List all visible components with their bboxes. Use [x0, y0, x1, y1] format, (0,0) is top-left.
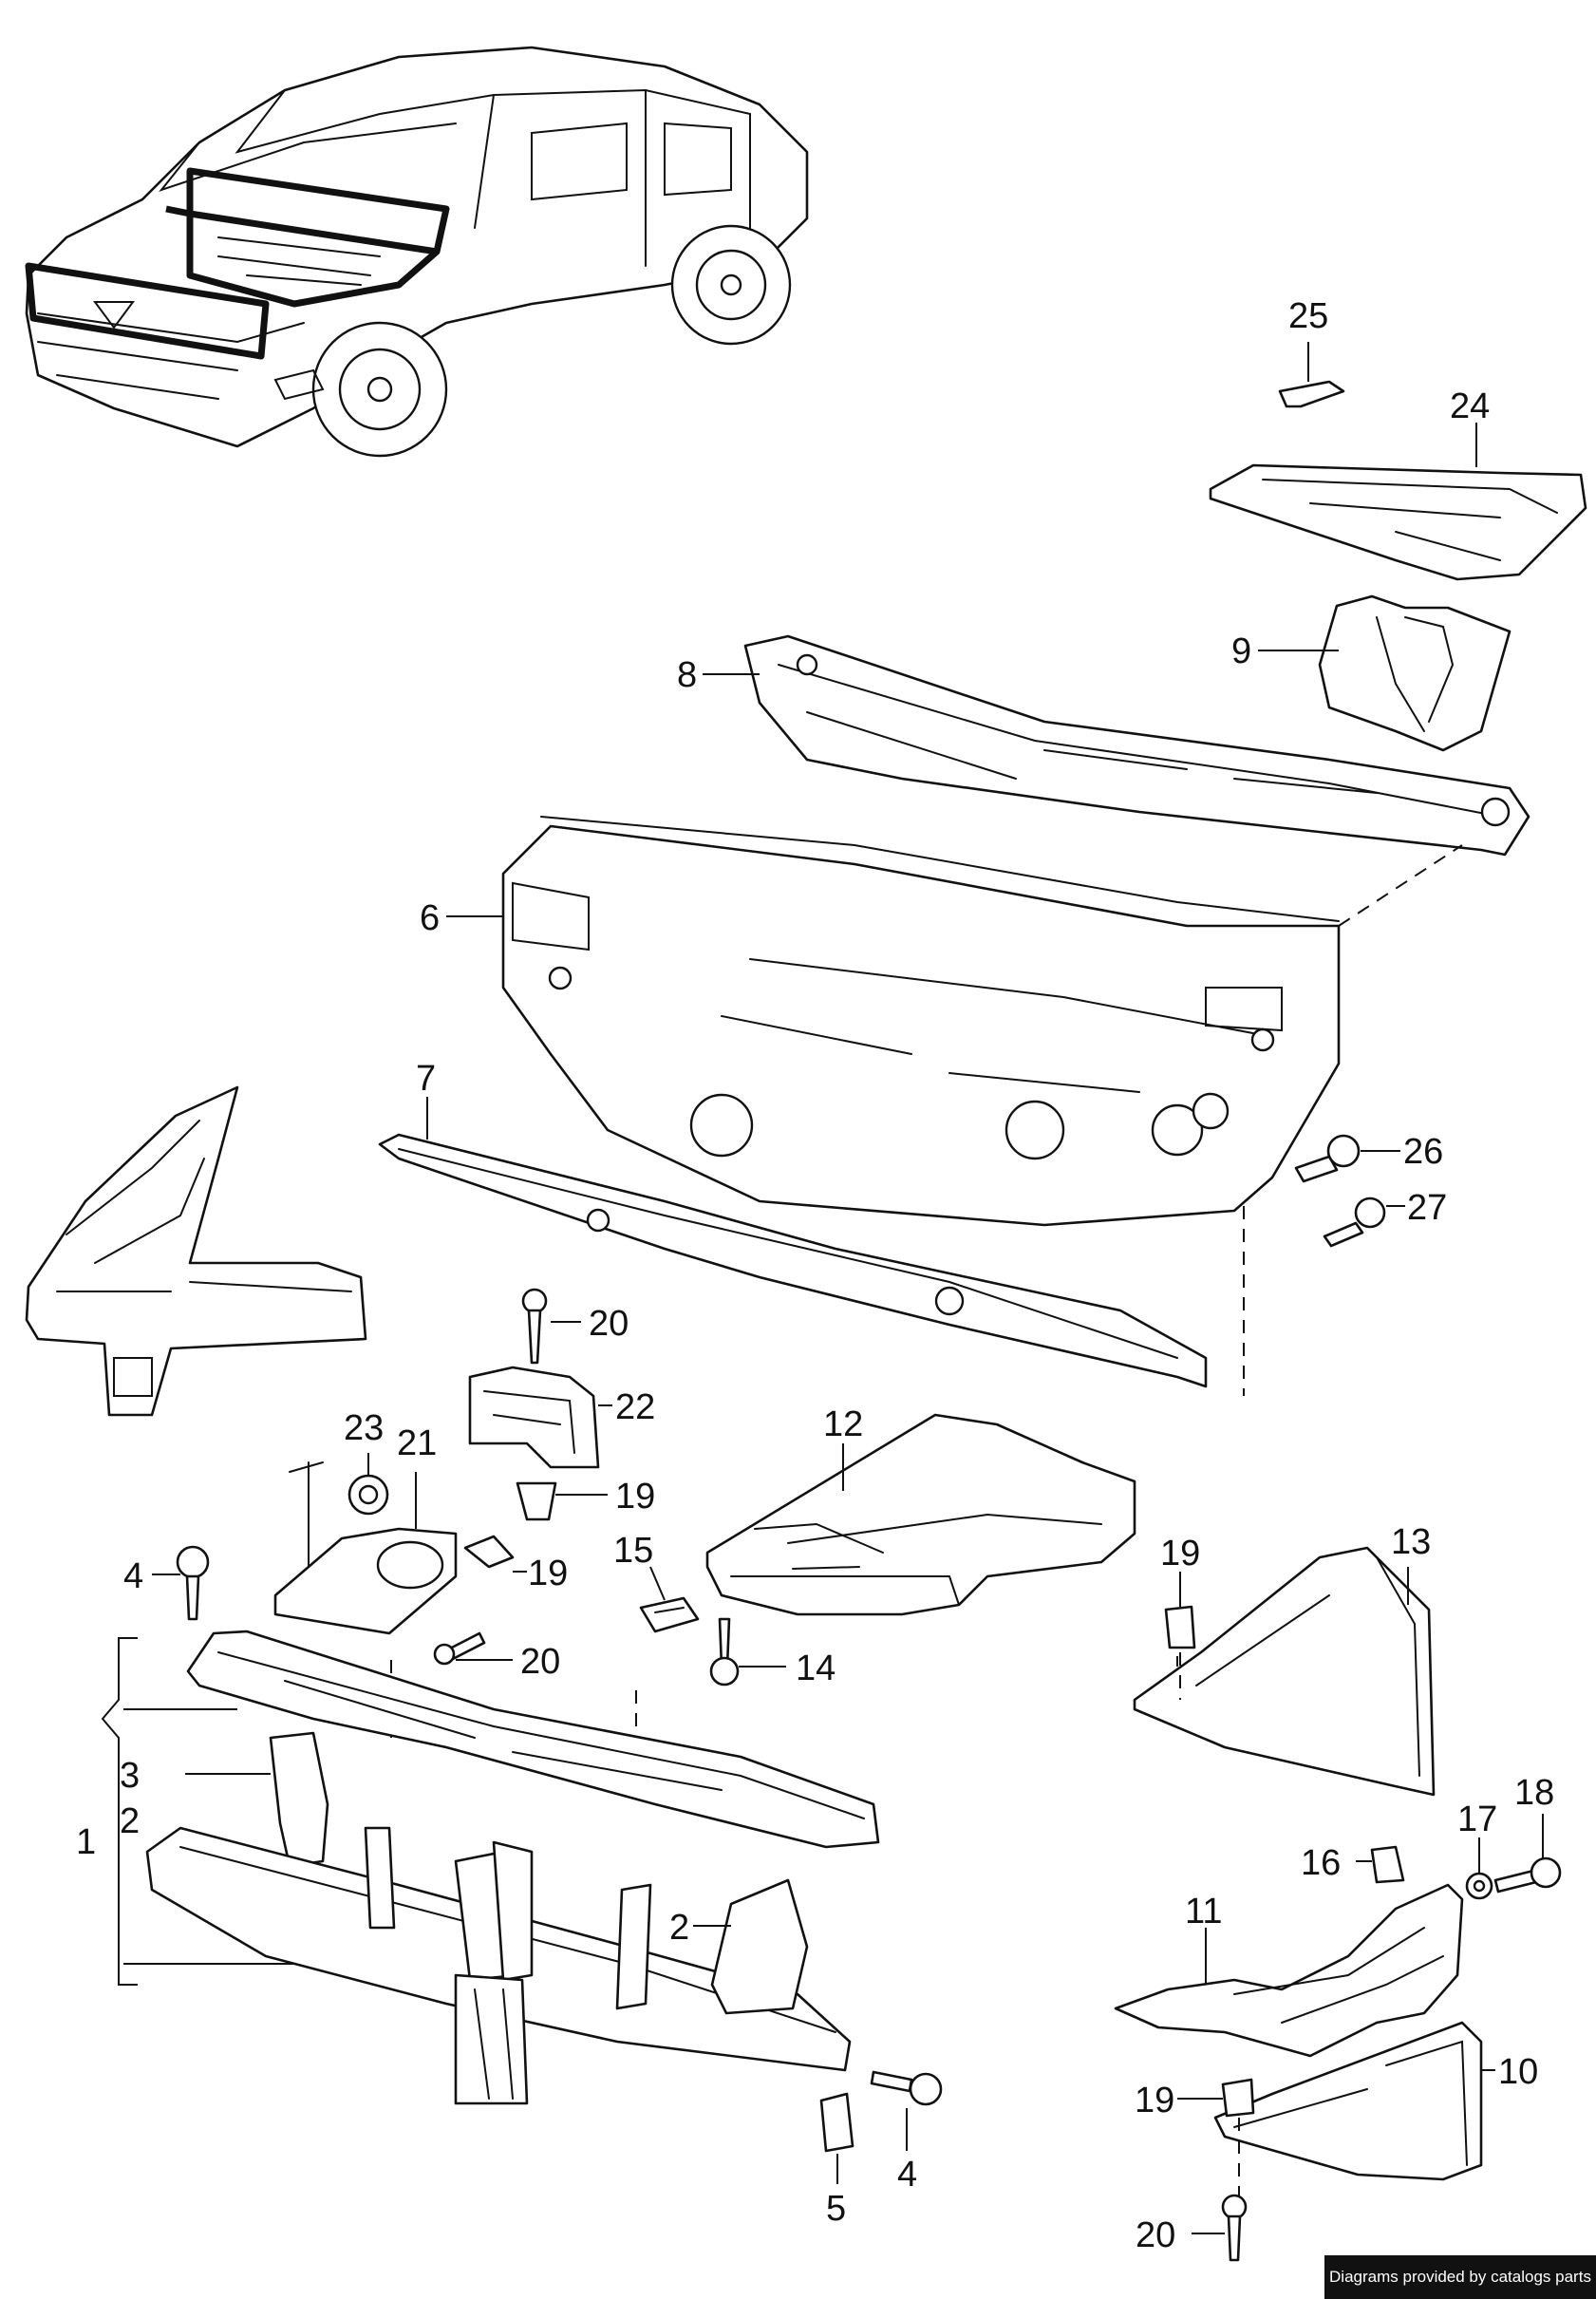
part-24-plenum-panel: [1209, 423, 1587, 581]
part-22-bracket: [468, 1366, 612, 1469]
callout-7: 7: [416, 1059, 436, 1099]
part-25-clip: [1278, 342, 1345, 408]
callout-3: 3: [120, 1756, 140, 1796]
part-8-plenum-crossmember: [703, 634, 1530, 857]
part-4-bolt-upper: [152, 1545, 210, 1621]
part-19-clip-c: [1164, 1572, 1196, 1700]
vehicle-overview-illustration: [25, 46, 809, 458]
part-20-screw-middle: [433, 1631, 513, 1666]
callout-20-middle: 20: [520, 1642, 560, 1682]
part-20-screw-lower: [1192, 2194, 1248, 2262]
callout-13: 13: [1391, 1522, 1431, 1562]
part-5-clip: [819, 2092, 854, 2184]
callout-10: 10: [1498, 2052, 1538, 2092]
part-10-side-member-lower: [1213, 2021, 1495, 2181]
callout-20-lower: 20: [1136, 2215, 1175, 2255]
callout-2-right: 2: [669, 1908, 689, 1948]
credit-banner: Diagrams provided by catalogs parts: [1324, 2255, 1596, 2299]
part-23-nut: [347, 1453, 389, 1516]
part-18-bolt: [1493, 1814, 1562, 1894]
callout-4-upper: 4: [123, 1556, 143, 1596]
part-12-underbody-tray: [705, 1413, 1136, 1616]
callout-23: 23: [344, 1408, 384, 1448]
callout-19-a: 19: [615, 1477, 655, 1517]
callout-21: 21: [397, 1423, 437, 1463]
callout-6: 6: [420, 898, 440, 938]
callout-16: 16: [1301, 1843, 1341, 1883]
part-17-washer: [1465, 1837, 1493, 1900]
part-13-wheel-liner: [1133, 1546, 1436, 1797]
callout-19-d: 19: [1135, 2081, 1174, 2120]
part-26-bolt: [1294, 1134, 1400, 1183]
part-19-clip-b: [463, 1535, 527, 1573]
side-member-illustration: [25, 1085, 367, 1417]
callout-4-lower: 4: [897, 2155, 917, 2195]
part-11-side-member: [1114, 1883, 1464, 2058]
callout-18: 18: [1514, 1773, 1554, 1813]
callout-labels: 25 24 9 8 6 7 26 27 20 22 23 21 12 19 19…: [76, 296, 1554, 2255]
callout-25: 25: [1288, 296, 1328, 336]
part-2-side-bracket: [693, 1878, 809, 2015]
callout-14: 14: [796, 1649, 836, 1688]
part-3-side-bracket: [185, 1731, 329, 1868]
callout-11: 11: [1185, 1892, 1222, 1932]
part-3-upper-crossmember: [186, 1630, 880, 1849]
part-20-screw-upper: [521, 1288, 581, 1365]
callout-8: 8: [677, 655, 697, 695]
callout-26: 26: [1403, 1132, 1443, 1172]
part-19-clip-d: [1177, 2078, 1255, 2203]
part-21-bracket: [273, 1461, 458, 1635]
callout-24: 24: [1450, 386, 1490, 426]
part-6-bulkhead: [446, 816, 1341, 1227]
callout-5: 5: [826, 2189, 846, 2229]
part-4-bolt-lower: [870, 2070, 943, 2151]
part-16-nut-plate: [1356, 1845, 1405, 1884]
callout-1: 1: [76, 1822, 96, 1862]
callout-22: 22: [615, 1387, 655, 1427]
part-14-screw: [709, 1617, 786, 1687]
part-19-clip-a: [516, 1481, 608, 1521]
callout-19-b: 19: [528, 1554, 568, 1593]
part-27-screw: [1323, 1197, 1405, 1248]
callout-9: 9: [1231, 631, 1251, 671]
callout-19-c: 19: [1160, 1534, 1200, 1573]
callout-2-left: 2: [120, 1801, 140, 1841]
callout-12: 12: [823, 1404, 863, 1444]
part-2-lower-crossmember: [145, 1826, 852, 2105]
callout-17: 17: [1457, 1800, 1497, 1839]
part-15-clip: [639, 1566, 700, 1633]
callout-15: 15: [613, 1531, 653, 1571]
part-7-lower-crossmember: [378, 1097, 1208, 1388]
callout-20-upper: 20: [589, 1304, 629, 1344]
part-9-bracket: [1258, 594, 1512, 752]
callout-27: 27: [1407, 1188, 1447, 1228]
